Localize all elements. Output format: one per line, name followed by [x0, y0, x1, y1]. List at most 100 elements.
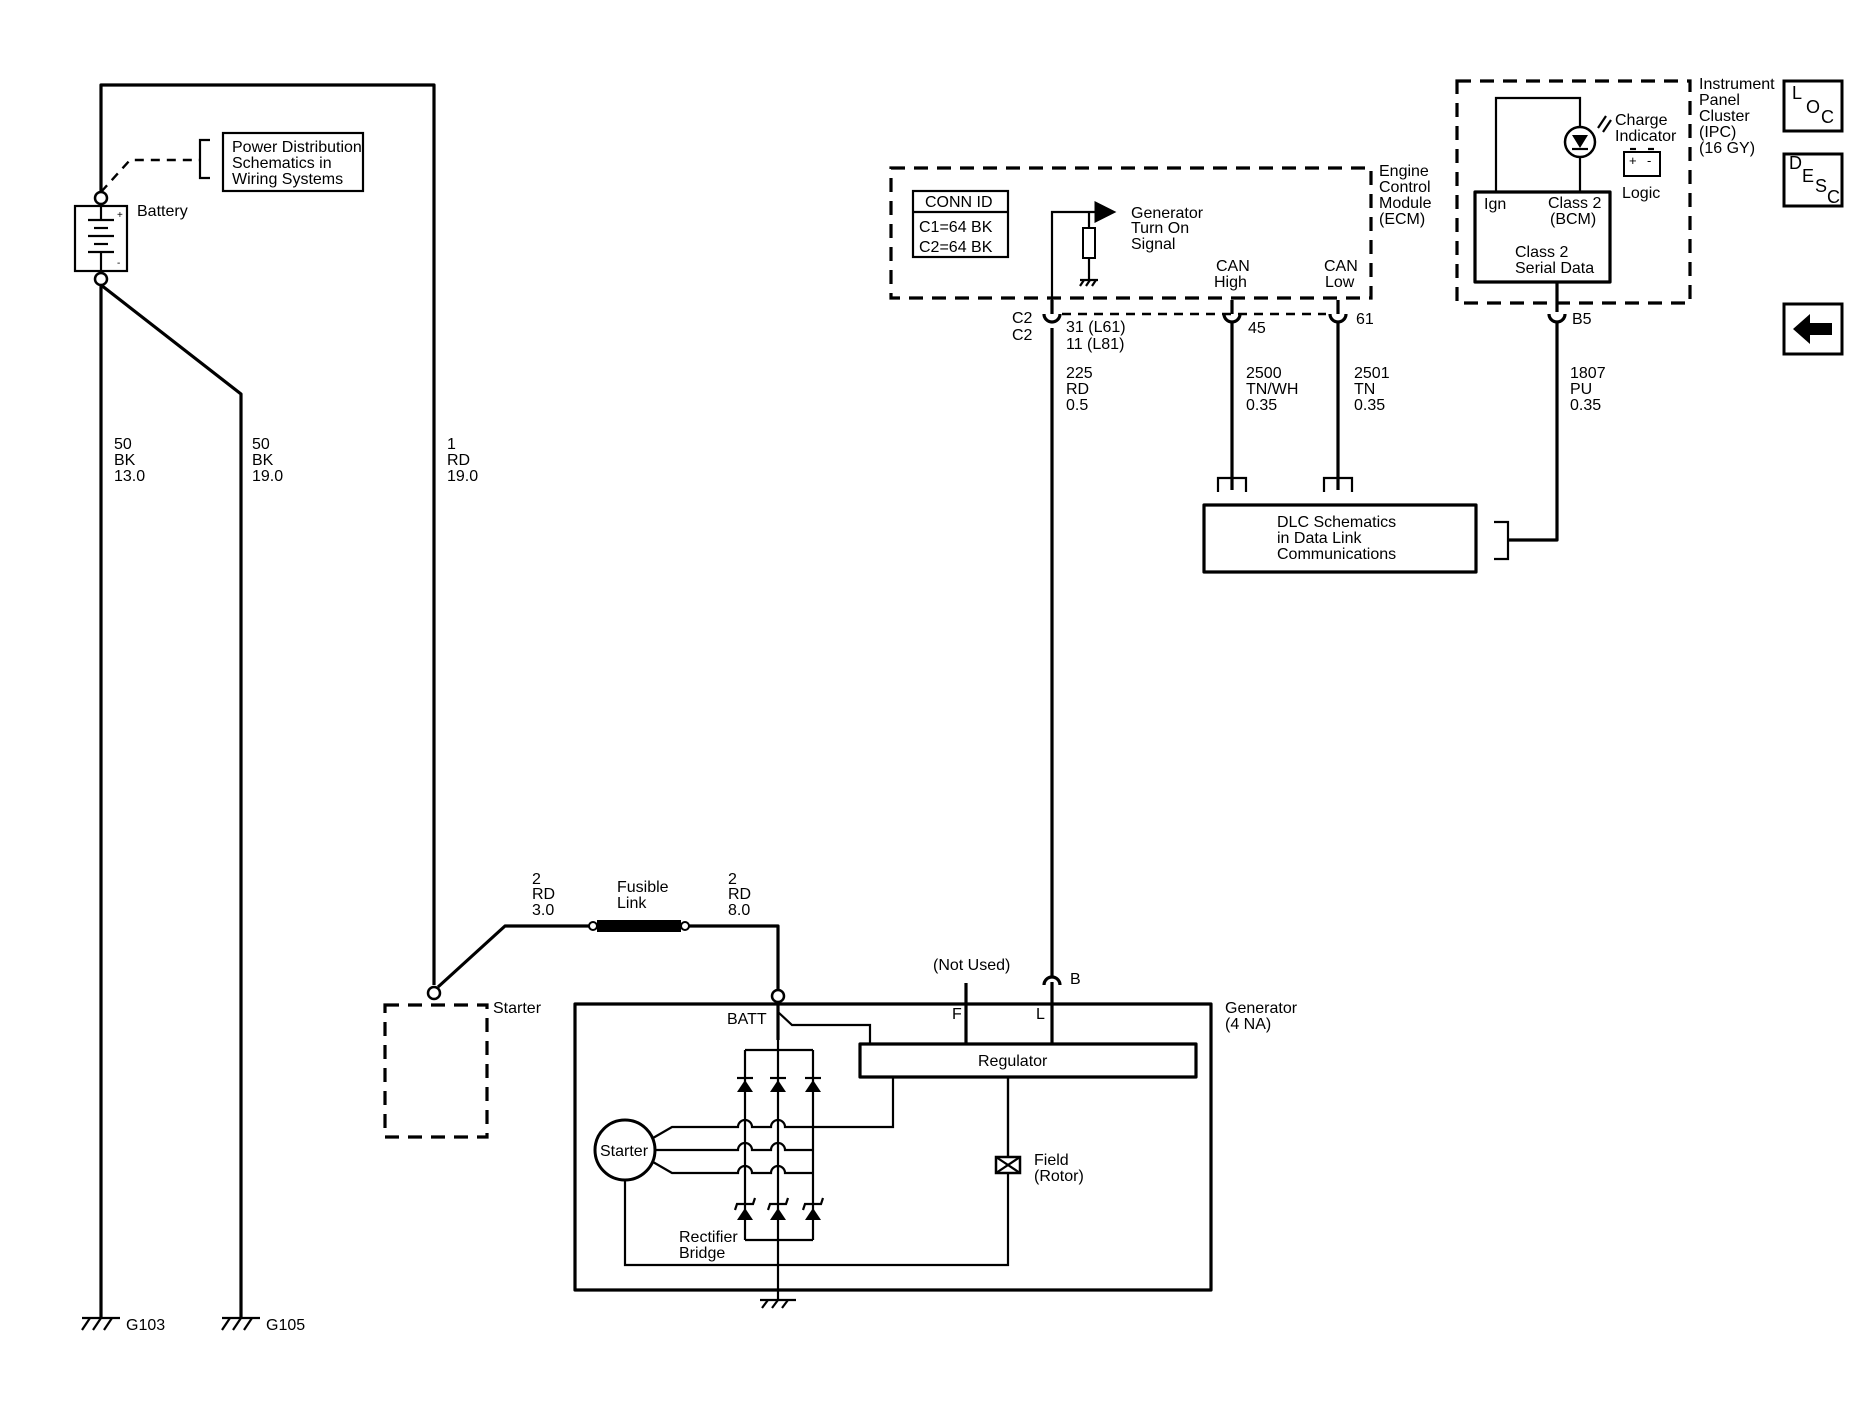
- svg-text:Class 2: Class 2: [1515, 244, 1568, 261]
- svg-text:RD: RD: [1066, 381, 1089, 398]
- svg-text:C: C: [1827, 187, 1840, 207]
- svg-text:D: D: [1789, 153, 1802, 173]
- power-distribution-reference: Power Distribution Schematics in Wiring …: [198, 131, 365, 193]
- svg-text:Engine: Engine: [1379, 163, 1429, 180]
- svg-text:Ign: Ign: [1484, 196, 1506, 213]
- svg-text:RD: RD: [447, 452, 470, 469]
- svg-text:Link: Link: [617, 895, 647, 912]
- svg-text:225: 225: [1066, 365, 1093, 382]
- power-dist-line-3: Wiring Systems: [232, 171, 343, 188]
- battery-symbol-icon: + -: [1623, 147, 1661, 177]
- svg-text:0.5: 0.5: [1066, 397, 1088, 414]
- terminal-l-label: L: [1036, 1006, 1045, 1023]
- starter-generator-wiring: [436, 921, 780, 990]
- svg-text:PU: PU: [1570, 381, 1592, 398]
- wire-label-bat-ground-2: 50 BK 19.0: [252, 436, 283, 485]
- svg-text:8.0: 8.0: [728, 902, 750, 919]
- dlc-reference: DLC Schematics in Data Link Communicatio…: [1202, 503, 1556, 574]
- svg-text:0.35: 0.35: [1570, 397, 1601, 414]
- svg-text:in Data Link: in Data Link: [1277, 530, 1362, 547]
- svg-text:DLC Schematics: DLC Schematics: [1277, 514, 1396, 531]
- ipc-module: Instrument Panel Cluster (IPC) (16 GY) C…: [1455, 76, 1775, 542]
- svg-text:(16 GY): (16 GY): [1699, 140, 1755, 157]
- l-terminal-wire: 225 RD 0.5: [1050, 328, 1093, 978]
- svg-text:Control: Control: [1379, 179, 1431, 196]
- svg-text:Cluster: Cluster: [1699, 108, 1750, 125]
- desc-button[interactable]: D E S C: [1782, 152, 1844, 208]
- svg-text:CAN: CAN: [1324, 258, 1358, 275]
- svg-text:13.0: 13.0: [114, 468, 145, 485]
- svg-text:Charge: Charge: [1615, 112, 1668, 129]
- svg-text:RD: RD: [728, 886, 751, 903]
- rectifier-label-2: Bridge: [679, 1245, 725, 1262]
- svg-text:50: 50: [252, 436, 270, 453]
- ecm-connector-c2: C2 C2 31 (L61) 11 (L81) 45 61: [1012, 300, 1374, 353]
- wire-label-bat-ground-1: 50 BK 13.0: [114, 436, 145, 485]
- regulator: Regulator: [858, 1042, 1198, 1079]
- svg-text:Field: Field: [1034, 1152, 1069, 1169]
- svg-text:High: High: [1214, 274, 1247, 291]
- svg-text:CONN ID: CONN ID: [925, 194, 993, 211]
- can-wires: 2500 TN/WH 0.35 2501 TN 0.35: [1216, 322, 1390, 492]
- rectifier-label-1: Rectifier: [679, 1229, 738, 1246]
- battery: + - Battery: [73, 190, 188, 287]
- batt-label: BATT: [727, 1011, 767, 1028]
- svg-text:Turn On: Turn On: [1131, 220, 1189, 237]
- wire-label-fuse-gen: 2 RD 8.0: [728, 871, 751, 919]
- svg-text:Instrument: Instrument: [1699, 76, 1775, 93]
- svg-text:2500: 2500: [1246, 365, 1282, 382]
- svg-text:E: E: [1802, 166, 1814, 186]
- svg-text:O: O: [1806, 97, 1820, 117]
- svg-text:1807: 1807: [1570, 365, 1606, 382]
- stator-label: Starter: [600, 1143, 649, 1160]
- battery-label: Battery: [137, 203, 188, 220]
- svg-text:C2=64 BK: C2=64 BK: [919, 239, 993, 256]
- svg-text:Low: Low: [1325, 274, 1355, 291]
- terminal-f-label: F: [952, 1006, 962, 1023]
- svg-text:C: C: [1821, 107, 1834, 127]
- conn-id-table: CONN ID C1=64 BK C2=64 BK: [911, 189, 1010, 259]
- svg-text:BK: BK: [252, 452, 274, 469]
- starter: Starter: [383, 985, 542, 1139]
- svg-text:C2: C2: [1012, 327, 1033, 344]
- svg-text:TN: TN: [1354, 381, 1375, 398]
- svg-text:B5: B5: [1572, 311, 1592, 328]
- rectifier-bridge: Rectifier Bridge: [679, 1040, 825, 1262]
- battery-wiring: [99, 83, 436, 1318]
- svg-text:Logic: Logic: [1622, 185, 1660, 202]
- svg-text:50: 50: [114, 436, 132, 453]
- charge-indicator-lamp: [1563, 115, 1612, 159]
- stator: Starter: [593, 1077, 1010, 1267]
- svg-text:L: L: [1792, 83, 1802, 103]
- power-dist-line-2: Schematics in: [232, 155, 332, 172]
- svg-text:-: -: [1647, 153, 1651, 168]
- svg-text:G105: G105: [266, 1317, 305, 1334]
- arrow-left-icon: [1793, 314, 1832, 344]
- back-button[interactable]: [1782, 302, 1844, 356]
- svg-text:0.35: 0.35: [1246, 397, 1277, 414]
- svg-text:45: 45: [1248, 320, 1266, 337]
- svg-text:+: +: [117, 210, 123, 221]
- svg-text:11 (L81): 11 (L81): [1066, 336, 1124, 353]
- svg-text:(BCM): (BCM): [1550, 211, 1596, 228]
- svg-text:19.0: 19.0: [252, 468, 283, 485]
- svg-text:S: S: [1815, 176, 1827, 196]
- terminal-b-label: B: [1070, 971, 1081, 988]
- starter-label: Starter: [493, 1000, 542, 1017]
- wire-label-bat-starter: 1 RD 19.0: [447, 436, 478, 485]
- svg-text:Signal: Signal: [1131, 236, 1175, 253]
- svg-text:Communications: Communications: [1277, 546, 1396, 563]
- svg-text:Class 2: Class 2: [1548, 195, 1601, 212]
- svg-text:2501: 2501: [1354, 365, 1390, 382]
- svg-text:0.35: 0.35: [1354, 397, 1385, 414]
- svg-text:Serial Data: Serial Data: [1515, 260, 1594, 277]
- svg-text:3.0: 3.0: [532, 902, 554, 919]
- loc-button[interactable]: L O C: [1782, 79, 1844, 133]
- svg-text:G103: G103: [126, 1317, 165, 1334]
- ecm-module: Engine Control Module (ECM) CONN ID C1=6…: [889, 163, 1432, 300]
- svg-text:19.0: 19.0: [447, 468, 478, 485]
- regulator-label: Regulator: [978, 1053, 1048, 1070]
- svg-text:2: 2: [532, 871, 541, 888]
- svg-text:C1=64 BK: C1=64 BK: [919, 219, 993, 236]
